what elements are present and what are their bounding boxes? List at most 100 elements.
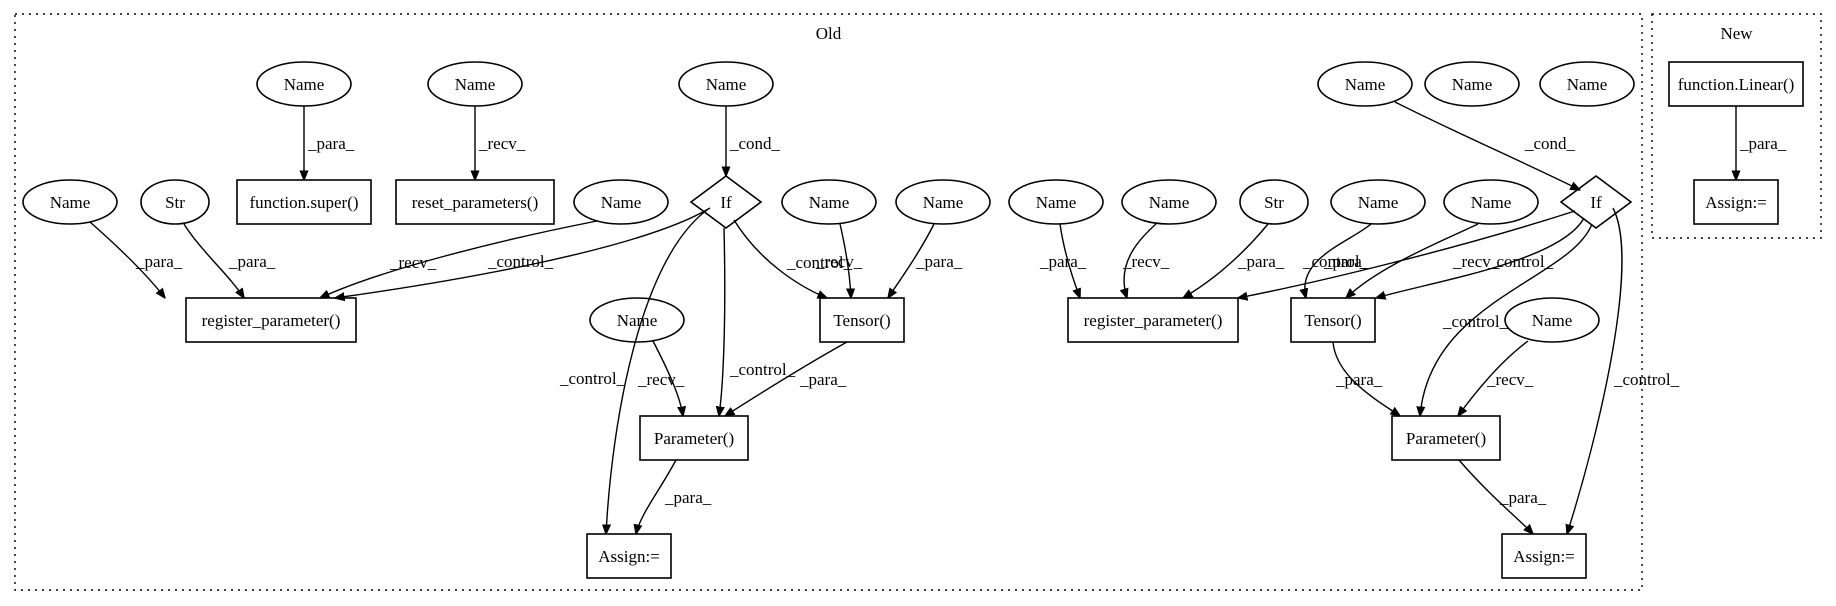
edge-line	[636, 459, 677, 534]
edge-line	[89, 221, 165, 298]
edge-line	[335, 207, 711, 298]
edge-label: _control_	[1613, 370, 1680, 389]
node-r-parameter: Parameter()	[1391, 415, 1501, 461]
ellipse-node-shape	[427, 61, 523, 107]
ellipse-node-shape	[256, 61, 352, 107]
edge-r_parameter-to-r_assign: _para_	[1458, 459, 1547, 534]
ellipse-node-shape	[1008, 179, 1104, 225]
node-label: register_parameter()	[1084, 311, 1223, 330]
ellipse-node-shape	[1424, 61, 1520, 107]
box-node-shape	[819, 297, 905, 343]
node-n-assign: Assign:=	[1693, 179, 1779, 225]
edge-r_str-to-r_regparam: _para_	[1183, 223, 1285, 298]
node-label: function.Linear()	[1678, 75, 1795, 94]
box-node-shape	[1693, 179, 1779, 225]
edge-line	[652, 340, 683, 416]
node-r-name-d: Name	[1443, 179, 1539, 225]
ellipse-node-shape	[895, 179, 991, 225]
edge-label: _recv_	[1452, 252, 1500, 271]
edge-label: _para_	[799, 370, 847, 389]
edge-label: _recv_	[389, 253, 437, 272]
edge-label: _cond_	[1524, 134, 1576, 153]
node-label: Tensor()	[1304, 311, 1361, 330]
edge-line	[888, 223, 935, 298]
node-label: Name	[1149, 193, 1190, 212]
edge-label: _cond_	[729, 134, 781, 153]
node-r-name-c: Name	[1330, 179, 1426, 225]
node-label: register_parameter()	[202, 311, 341, 330]
box-node-shape	[1290, 297, 1376, 343]
edge-label: _para_	[664, 488, 712, 507]
node-label: Name	[706, 75, 747, 94]
node-label: Parameter()	[1406, 429, 1486, 448]
edge-o_if-to-o_parameter: _control_	[719, 227, 796, 416]
box-node-shape	[586, 533, 672, 579]
node-o-name-t2: Name	[895, 179, 991, 225]
node-label: If	[1590, 193, 1602, 212]
node-label: Str	[165, 193, 185, 212]
box-node-shape	[185, 297, 357, 343]
box-node-shape	[236, 179, 372, 225]
node-r-assign: Assign:=	[1501, 533, 1587, 579]
edge-label: _recv_	[478, 134, 526, 153]
cluster-old: Old	[14, 13, 1643, 591]
ellipse-node-shape	[1330, 179, 1426, 225]
node-label: Name	[1036, 193, 1077, 212]
node-o-reset: reset_parameters()	[395, 179, 555, 225]
node-label: Name	[1471, 193, 1512, 212]
edge-label: _control_	[487, 252, 554, 271]
edge-r_name_cond-to-r_if: _cond_	[1394, 101, 1580, 190]
edge-line	[1458, 340, 1529, 416]
node-label: Name	[1345, 75, 1386, 94]
edge-r_name_p-to-r_parameter: _recv_	[1458, 340, 1534, 416]
diamond-node-shape	[689, 175, 763, 229]
cluster-new: New	[1651, 13, 1822, 239]
edge-label: _para_	[1335, 370, 1383, 389]
node-label: Name	[1532, 311, 1573, 330]
node-label: Name	[1452, 75, 1493, 94]
ellipse-node-shape	[589, 297, 685, 343]
node-label: Str	[1264, 193, 1284, 212]
node-o-parameter: Parameter()	[639, 415, 749, 461]
node-label: Name	[455, 75, 496, 94]
node-r-name-x2: Name	[1539, 61, 1635, 107]
edge-line	[1420, 223, 1593, 416]
node-label: Name	[1567, 75, 1608, 94]
edge-line	[1567, 207, 1623, 534]
edge-label: _control_	[559, 369, 626, 388]
edge-label: _control_	[729, 360, 796, 379]
edge-line	[1305, 223, 1372, 298]
node-o-str: Str	[140, 179, 210, 225]
node-label: reset_parameters()	[412, 193, 538, 212]
edge-label: _para_	[1499, 488, 1547, 507]
node-r-name-a: Name	[1008, 179, 1104, 225]
edge-label: _para_	[1739, 134, 1787, 153]
node-o-name-b: Name	[573, 179, 669, 225]
node-o-name-reset: Name	[427, 61, 523, 107]
node-n-linear: function.Linear()	[1668, 61, 1804, 107]
edge-label: _para_	[915, 252, 963, 271]
edge-o_if-to-o_tensor: _control_	[733, 219, 853, 298]
edge-r_if-to-r_tensor: _control_	[1376, 217, 1585, 298]
node-label: Tensor()	[833, 311, 890, 330]
node-o-tensor: Tensor()	[819, 297, 905, 343]
edge-label: _para_	[307, 134, 355, 153]
edge-o_parameter-to-o_assign: _para_	[636, 459, 712, 534]
cluster-label: Old	[816, 24, 842, 43]
node-label: Name	[50, 193, 91, 212]
cluster-border	[1651, 13, 1822, 239]
node-label: Name	[923, 193, 964, 212]
edge-line	[320, 220, 598, 298]
node-label: Name	[809, 193, 850, 212]
ellipse-node-shape	[573, 179, 669, 225]
edge-label: _control_	[1442, 312, 1509, 331]
edge-label: _para_	[1323, 252, 1371, 271]
node-r-name-b: Name	[1121, 179, 1217, 225]
edge-label: _control_	[1302, 252, 1369, 271]
box-node-shape	[639, 415, 749, 461]
node-label: Parameter()	[654, 429, 734, 448]
edge-n_linear-to-n_assign: _para_	[1736, 106, 1787, 180]
ellipse-node-shape	[1539, 61, 1635, 107]
node-label: Assign:=	[598, 547, 660, 566]
edge-line	[1346, 223, 1479, 298]
